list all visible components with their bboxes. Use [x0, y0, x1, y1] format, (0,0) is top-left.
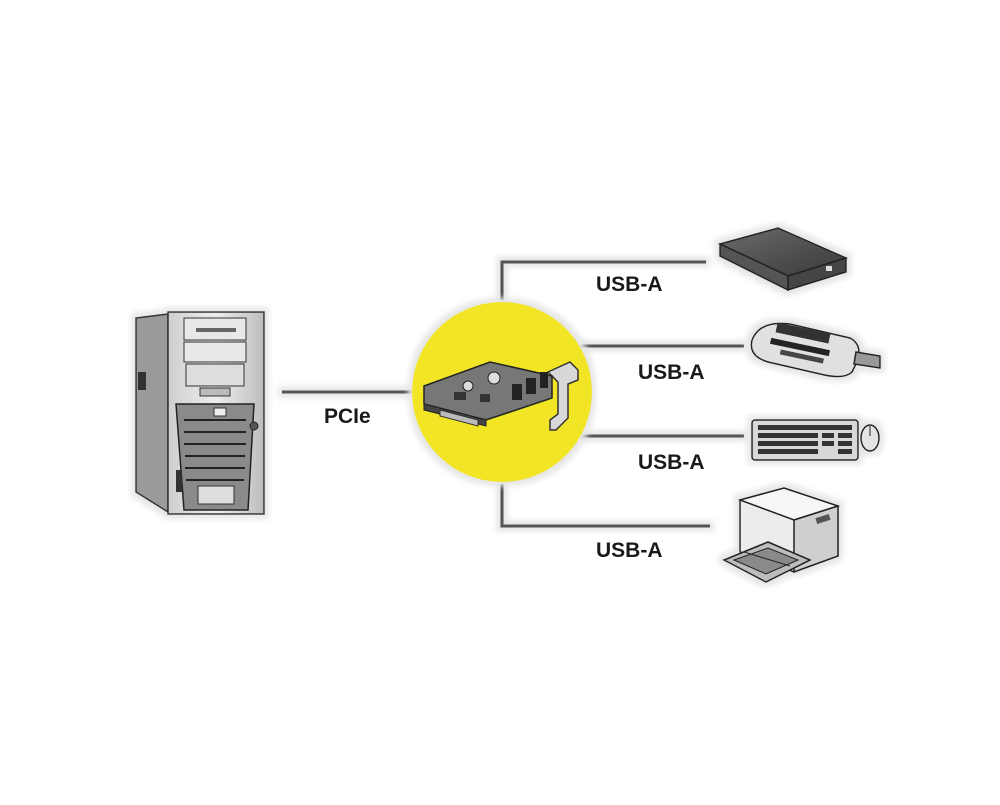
connection-lines [282, 260, 744, 528]
external-hdd-icon [717, 227, 849, 292]
usb-line-hdd [500, 260, 706, 300]
keyboard-mouse-icon [751, 419, 880, 461]
label-usb-keyboard: USB-A [638, 451, 705, 474]
label-usb-printer: USB-A [596, 539, 663, 562]
pc-tower-icon [135, 311, 265, 515]
label-usb-card-reader: USB-A [638, 361, 705, 384]
card-reader-icon [750, 322, 881, 378]
printer-icon [722, 487, 841, 583]
label-usb-hdd: USB-A [596, 273, 663, 296]
usb-line-printer [500, 484, 710, 528]
label-pcie: PCIe [324, 405, 371, 428]
pcie-usb-card-icon [423, 361, 579, 431]
